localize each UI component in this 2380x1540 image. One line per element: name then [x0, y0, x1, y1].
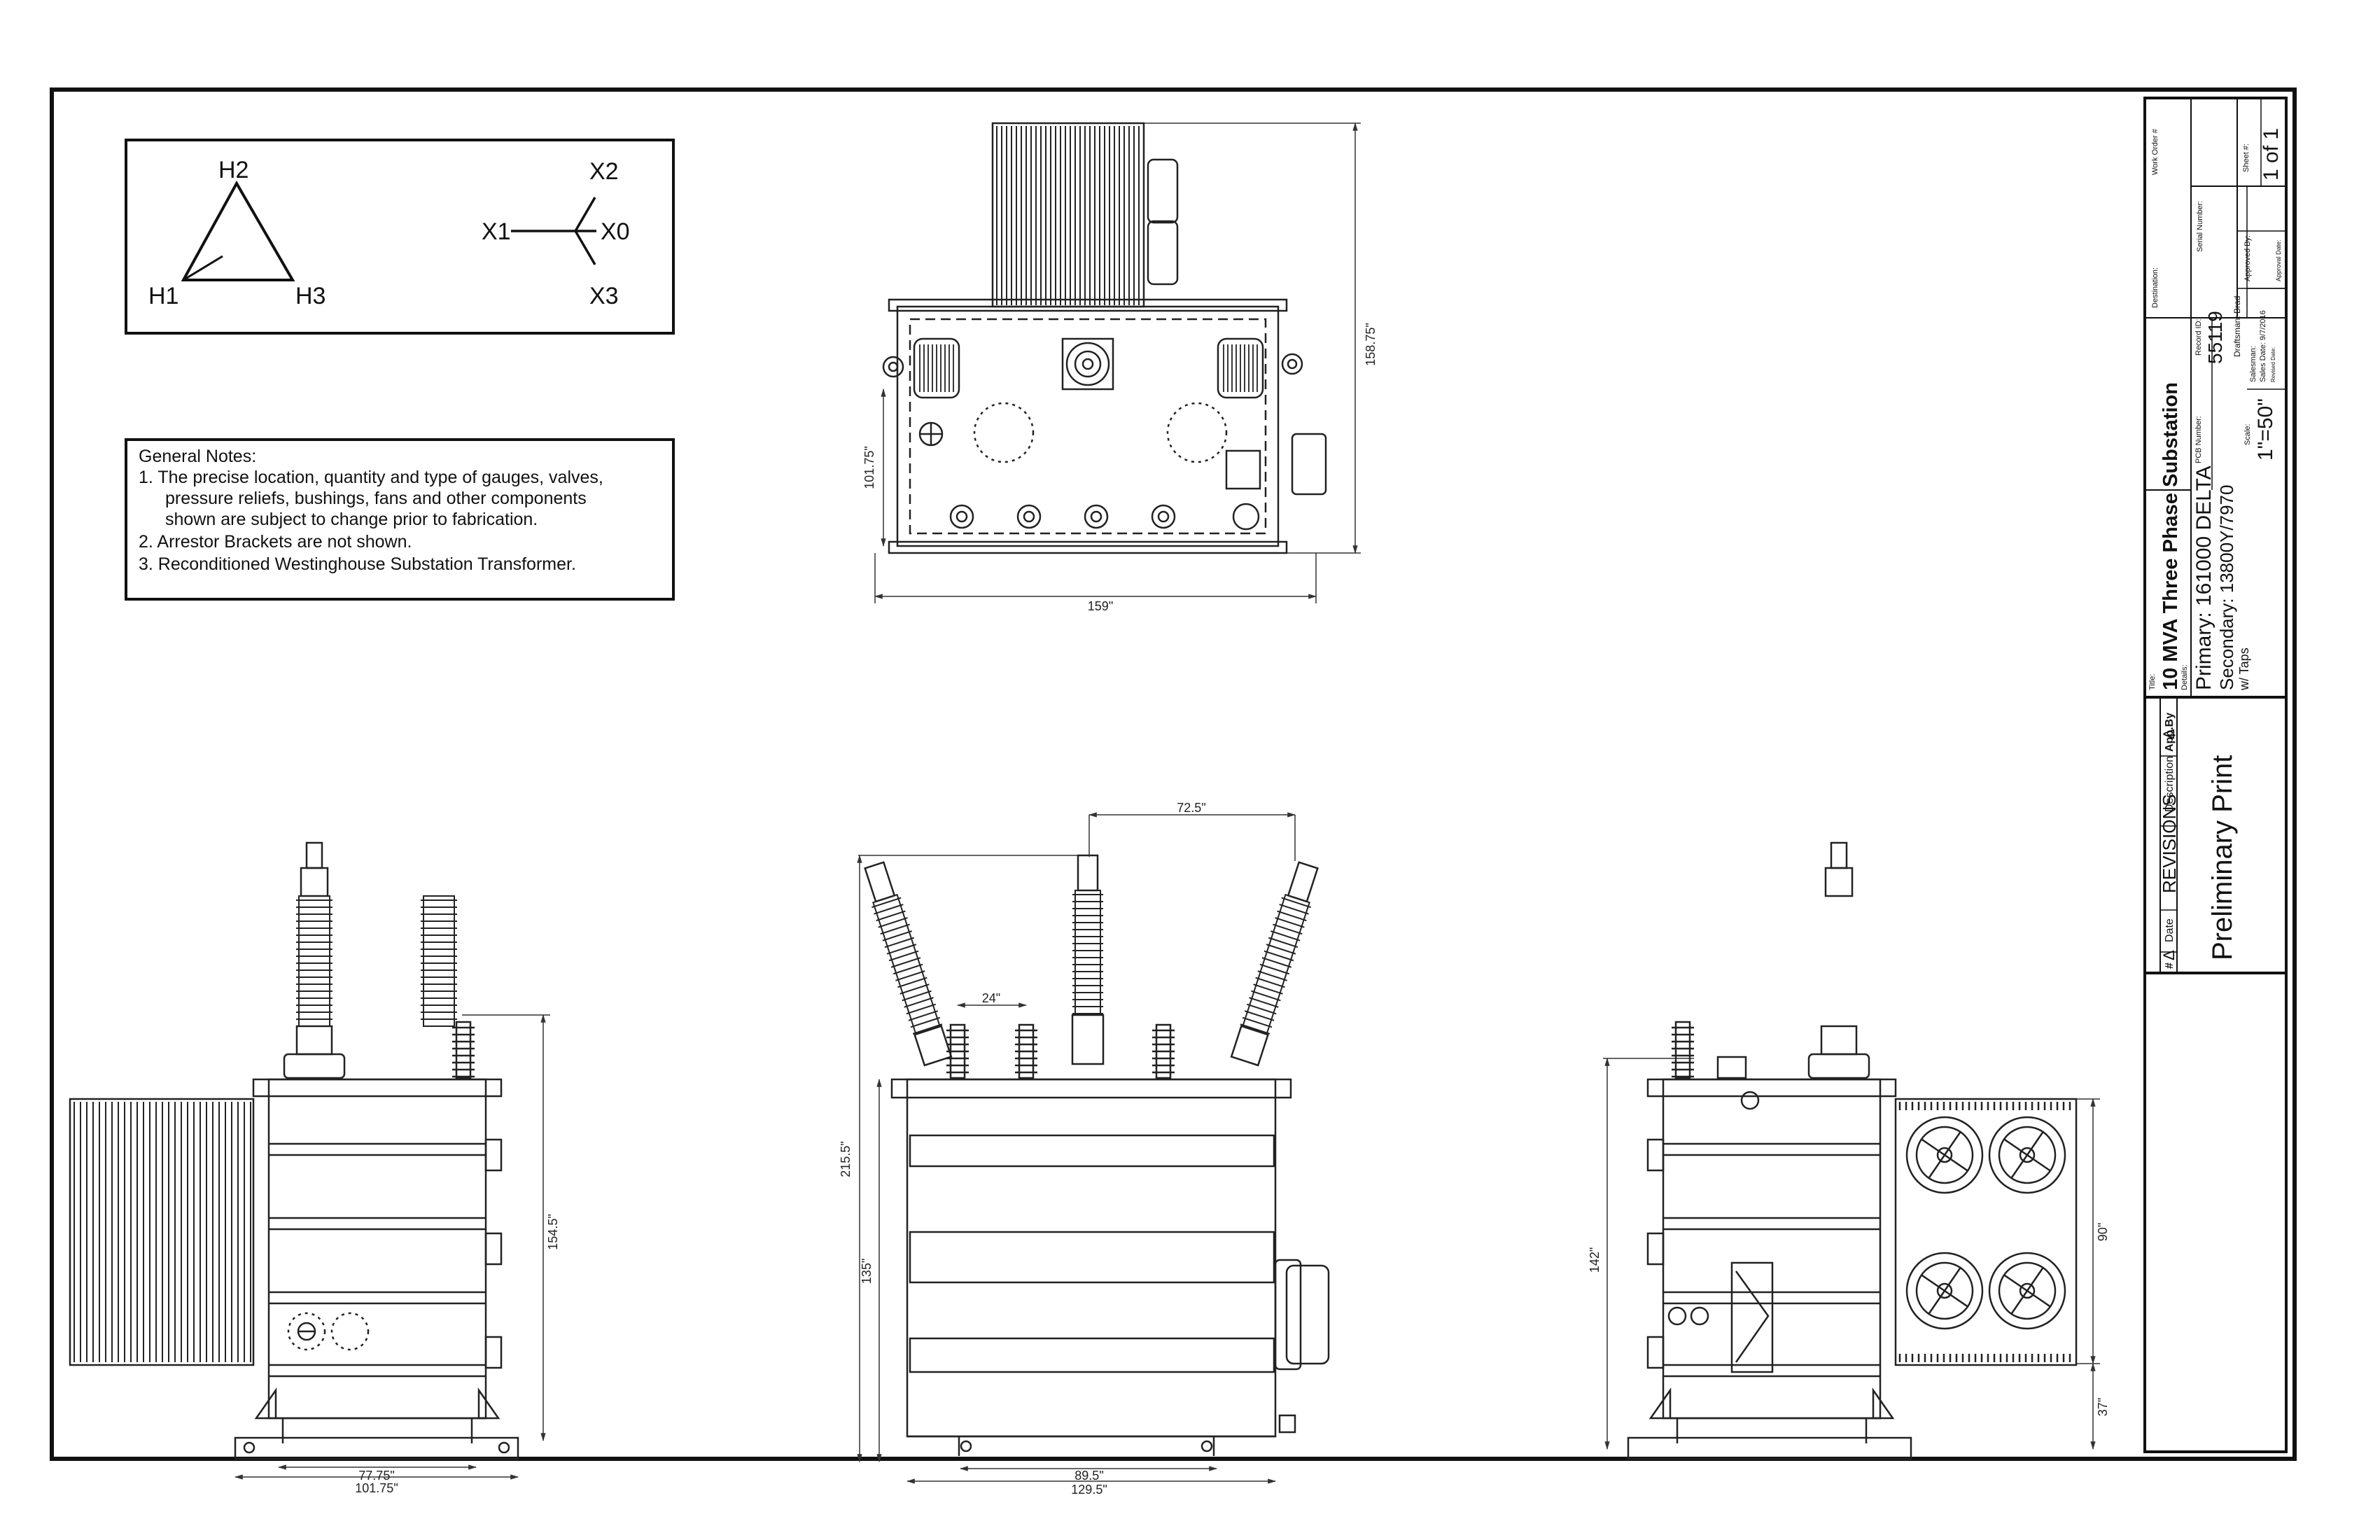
- manhole-right: [1166, 402, 1228, 463]
- rev-col-date: Date: [2164, 918, 2176, 942]
- sales-date: Sales Date: 9/7/2016: [2259, 310, 2267, 382]
- record-label: Record ID:: [2194, 318, 2203, 356]
- salesman: Salesman:: [2249, 346, 2258, 382]
- label-h3: H3: [295, 283, 326, 309]
- hv-bushing-side-right: [421, 841, 1870, 1079]
- hv-bushing-right: [1217, 337, 1303, 399]
- note-line-3: shown are subject to change prior to fab…: [165, 510, 538, 529]
- arrester-right: [1672, 1021, 1694, 1079]
- control-box-top: [1225, 449, 1261, 490]
- dim-right-base: 37": [2096, 1398, 2110, 1416]
- note-line-4: 2. Arrestor Brackets are not shown.: [139, 532, 412, 552]
- delta-symbol: [181, 180, 295, 281]
- hv-bushing-left: [882, 337, 960, 399]
- dim-top-height: 101.75": [862, 446, 876, 489]
- arresters-front: [946, 1023, 1175, 1079]
- title-block-text: Work Order # Serial Number: Sheet #: 1 o…: [2148, 128, 2283, 969]
- details-label: Details:: [2180, 664, 2189, 690]
- scale-value: 1"=50": [2254, 398, 2277, 461]
- label-h1: H1: [148, 283, 178, 309]
- sheet-value: 1 of 1: [2260, 128, 2283, 181]
- dim-top-overall: 158.75": [1364, 323, 1378, 365]
- draftsman: Draftsman: Brad: [2232, 296, 2242, 357]
- label-x3: X3: [589, 283, 619, 309]
- dim-front-arrester-spacing: 24": [982, 991, 1000, 1005]
- title-label: Title:: [2148, 674, 2157, 690]
- note-line-1: 1. The precise location, quantity and ty…: [139, 468, 603, 487]
- note-line-2: pressure reliefs, bushings, fans and oth…: [165, 489, 587, 508]
- label-h2: H2: [218, 157, 248, 183]
- label-x2: X2: [589, 158, 619, 185]
- title-block: [2143, 97, 2288, 1453]
- arrester-left: [452, 1021, 475, 1079]
- dim-front-bushing-spacing: 72.5": [1177, 801, 1205, 815]
- dim-right-radiator: 90": [2096, 1223, 2110, 1241]
- hv-bushing-front-center: [1071, 854, 1105, 1065]
- note-line-5: 3. Reconditioned Westinghouse Substation…: [139, 554, 576, 574]
- dim-right-height: 142": [1588, 1247, 1602, 1273]
- label-x0: X0: [601, 218, 630, 245]
- serial-label: Serial Number:: [2196, 201, 2204, 252]
- hv-bushing-front-left: [864, 861, 953, 1067]
- hv-bushing-side-left: [283, 841, 346, 1079]
- manhole-left: [973, 402, 1035, 463]
- dim-front-base-outer: 129.5": [1071, 1483, 1107, 1497]
- record-value: 55119: [2204, 311, 2226, 364]
- rev-col-description: Description: [2164, 756, 2176, 812]
- top-view: [874, 122, 1361, 603]
- drawing-title: 10 MVA Three Phase Substation: [2160, 382, 2182, 690]
- dim-front-base-inner: 89.5": [1074, 1469, 1103, 1483]
- dim-left-base-outer: 101.75": [355, 1481, 398, 1495]
- dim-left-height: 154.5": [546, 1214, 560, 1250]
- lv-bushings-top: [949, 503, 1260, 531]
- general-notes: General Notes: 1. The precise location, …: [125, 438, 675, 601]
- secondary-rating: Secondary: 13800Y/7970: [2216, 485, 2237, 690]
- revisions-header: REVISIONS: [2159, 794, 2180, 893]
- scale-label: Scale:: [2244, 424, 2252, 445]
- dim-left-base-inner: 77.75": [358, 1469, 394, 1483]
- wiring-diagram: H2 H1 H3 X2 X1 X0 X3: [125, 139, 675, 335]
- dim-front-total-height: 215.5": [839, 1141, 853, 1177]
- primary-rating: Primary: 161000 DELTA: [2192, 465, 2216, 690]
- right-side-view: [421, 841, 2100, 1460]
- sheet-border: [50, 88, 2297, 1461]
- tank-left: [267, 1078, 487, 1420]
- wye-symbol: [511, 197, 596, 265]
- hv-bushing-front-right: [1230, 861, 1319, 1067]
- dim-front-tank-height: 135": [860, 1259, 874, 1284]
- approval-date-label: Approval Date:: [2275, 239, 2282, 281]
- destination-label: Destination:: [2151, 267, 2160, 308]
- sheet-label: Sheet #:: [2242, 144, 2250, 172]
- hv-bushing-center: [1061, 337, 1114, 391]
- left-side-view: [69, 841, 550, 1480]
- notes-heading: General Notes:: [139, 447, 256, 466]
- tank-top-outline: [896, 305, 1280, 547]
- radiator-fans: [1894, 1098, 2078, 1366]
- pcb-label: PCB Number:: [2194, 416, 2203, 463]
- approved-label: Approved By:: [2244, 235, 2252, 281]
- revised-date: Revised Date:: [2270, 347, 2276, 382]
- tank-front: [906, 1078, 1277, 1438]
- front-view: [857, 812, 1330, 1484]
- work-order-label: Work Order #: [2151, 128, 2160, 175]
- revisions-delta-right: Δ: [2160, 729, 2178, 739]
- preliminary-stamp: Preliminary Print: [2207, 755, 2238, 960]
- rev-col-approved-by: App.By: [2164, 713, 2176, 752]
- label-x1: X1: [482, 218, 511, 245]
- radiator-left: [69, 1098, 255, 1366]
- rev-col-number: #: [2164, 962, 2176, 969]
- top-radiators: [991, 122, 1179, 308]
- dim-top-width: 159": [1088, 599, 1113, 613]
- taps-note: w/ Taps: [2237, 648, 2251, 691]
- revisions-delta-left: Δ: [2160, 950, 2178, 960]
